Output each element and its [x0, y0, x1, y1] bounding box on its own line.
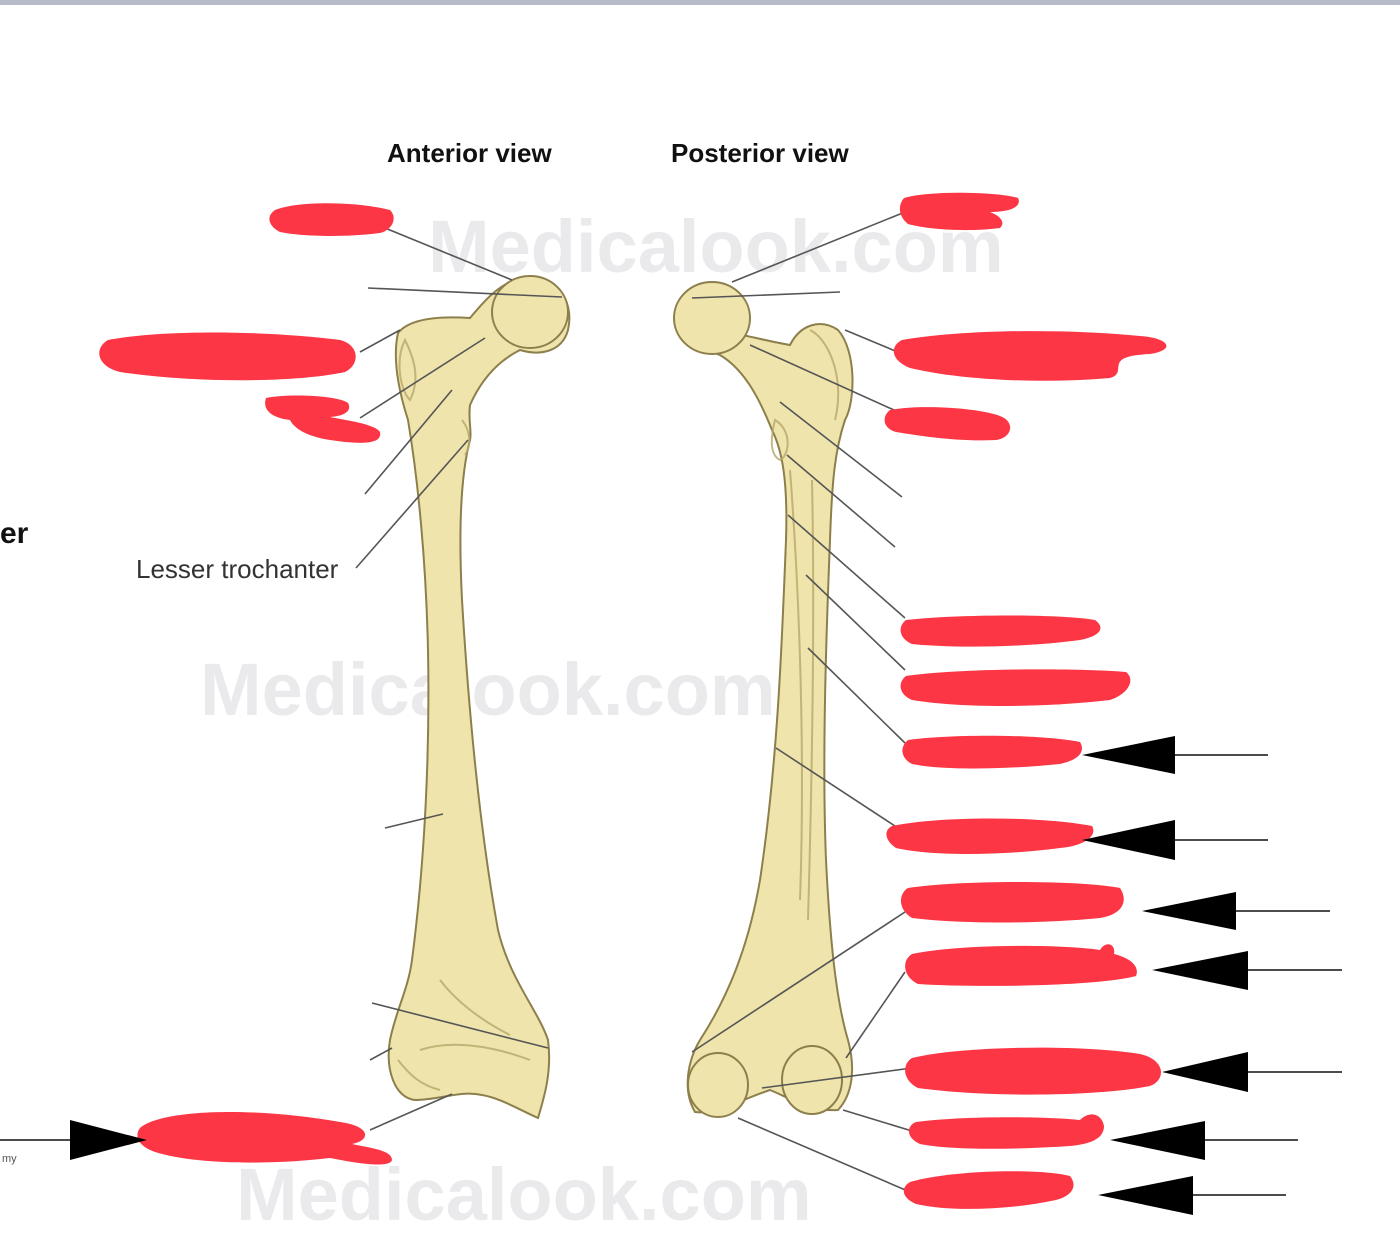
anterior-femur	[387, 275, 571, 1120]
watermark-middle: Medicalook.com	[200, 648, 776, 731]
redaction-anterior-1	[269, 203, 394, 236]
arrow-7	[1098, 1176, 1286, 1215]
redaction-anterior-bottom	[137, 1111, 392, 1165]
arrow-3	[1142, 892, 1330, 930]
redaction-posterior-4	[900, 615, 1101, 647]
redaction-posterior-1	[899, 192, 1019, 231]
arrow-2	[1082, 820, 1268, 860]
cropped-text-er: er	[0, 517, 29, 550]
cropped-small-text: my	[2, 1153, 17, 1165]
redaction-anterior-2	[99, 332, 356, 381]
arrow-8-left	[0, 1120, 147, 1160]
redaction-marks	[99, 192, 1167, 1209]
redaction-posterior-3	[884, 407, 1011, 441]
redaction-posterior-2	[893, 331, 1167, 381]
redaction-posterior-10	[905, 1047, 1161, 1095]
redaction-posterior-12	[903, 1171, 1074, 1209]
redaction-posterior-5	[900, 669, 1131, 706]
redaction-posterior-11	[908, 1114, 1104, 1149]
posterior-view-title: Posterior view	[671, 138, 850, 168]
arrow-6	[1110, 1121, 1298, 1160]
arrows	[0, 736, 1342, 1215]
arrow-5	[1162, 1052, 1342, 1092]
redaction-anterior-3	[265, 395, 381, 443]
leader-lines-posterior	[691, 211, 913, 1193]
redaction-posterior-7	[886, 818, 1094, 854]
leader-lines-anterior	[355, 227, 563, 1131]
lesser-trochanter-label: Lesser trochanter	[136, 554, 339, 584]
redaction-posterior-9	[905, 944, 1137, 986]
watermark-bottom: Medicalook.com	[236, 1153, 812, 1236]
top-bar	[0, 0, 1400, 5]
redaction-posterior-6	[902, 735, 1082, 769]
redaction-posterior-8	[900, 882, 1124, 923]
anterior-view-title: Anterior view	[387, 138, 552, 168]
posterior-femur	[673, 281, 854, 1118]
arrow-4	[1152, 951, 1342, 990]
arrow-1	[1082, 736, 1268, 774]
